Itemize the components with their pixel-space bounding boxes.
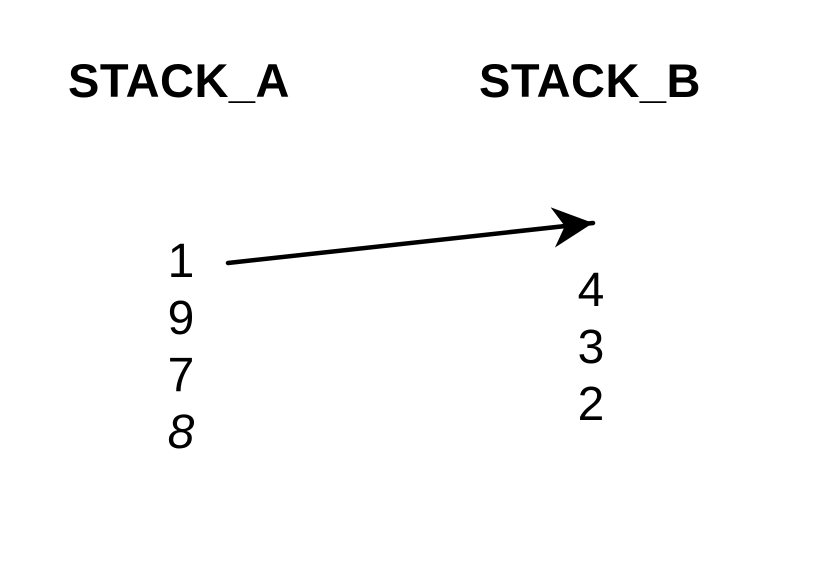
- stack-b-items: 4 3 2: [539, 262, 643, 433]
- stack-b-item-1: 3: [577, 321, 605, 374]
- arrow-line: [225, 207, 596, 266]
- stack-a-item-2: 7: [167, 349, 195, 402]
- stack-b-title: STACK_B: [479, 54, 701, 107]
- stack-b-item-0: 4: [577, 264, 605, 317]
- stack-a-item-3: 8: [167, 406, 195, 459]
- stack-a-item-0: 1: [167, 235, 195, 288]
- stack-a-items: 1 9 7 8: [129, 233, 233, 461]
- stack-b-item-2: 2: [577, 378, 605, 431]
- stack-a-item-1: 9: [167, 292, 195, 345]
- stack-a-title: STACK_A: [68, 54, 290, 107]
